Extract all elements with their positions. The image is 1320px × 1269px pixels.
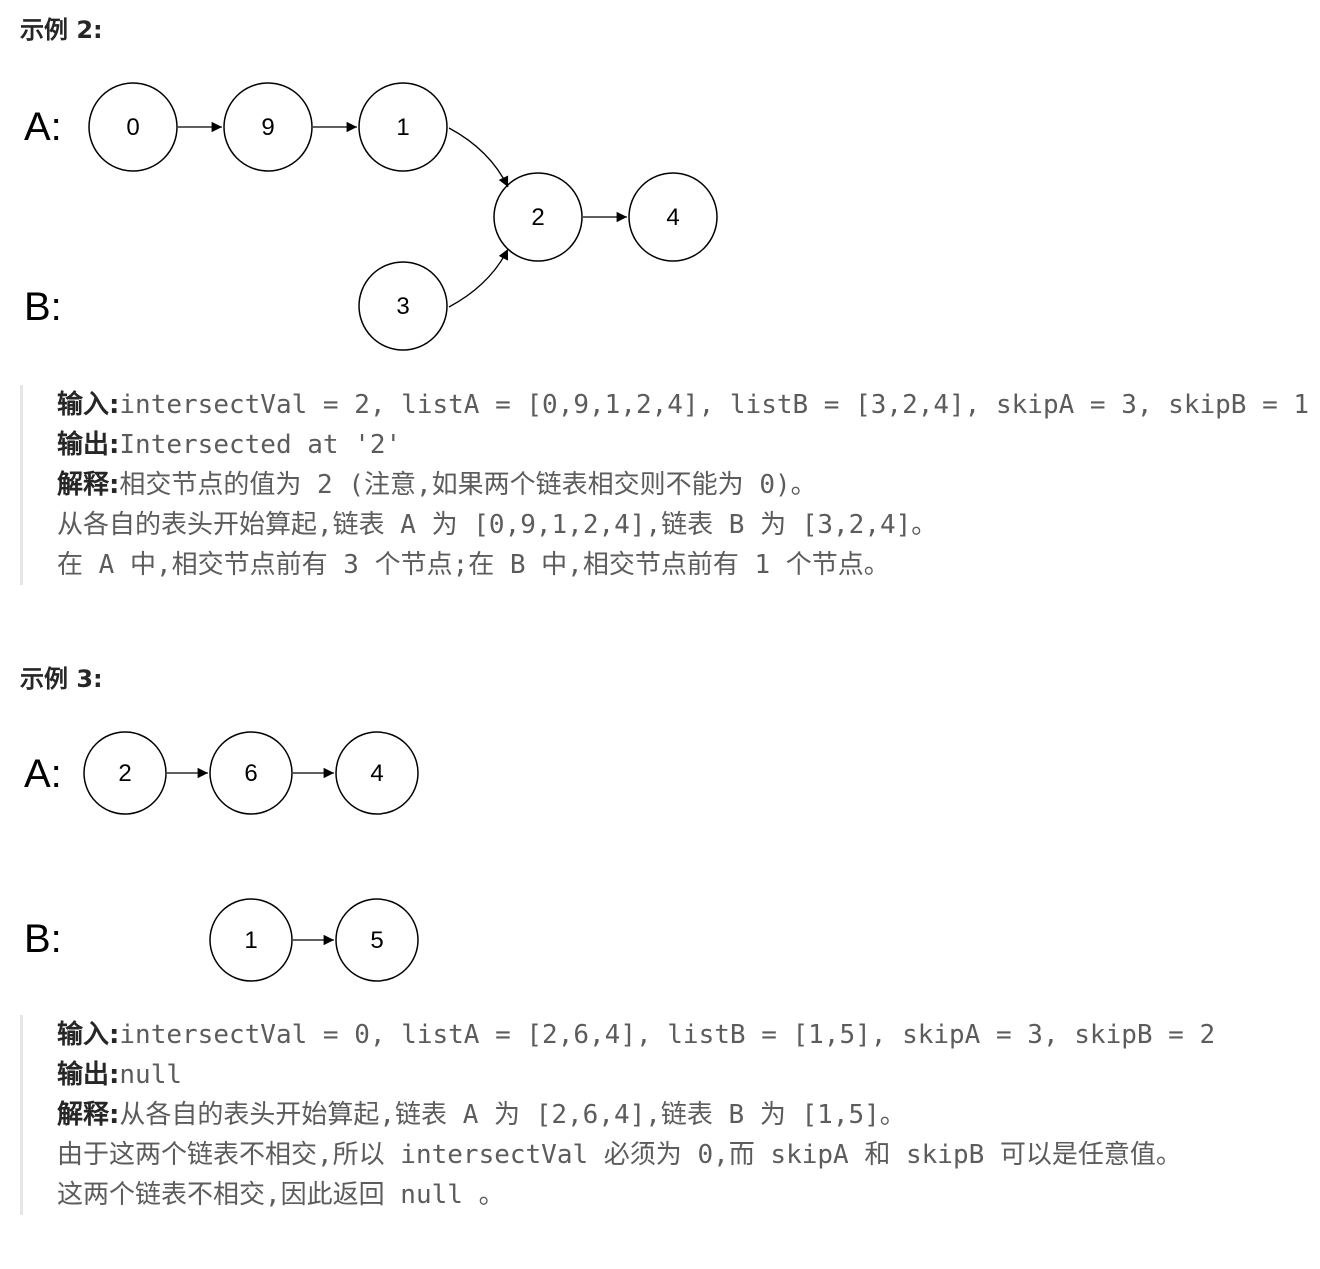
node-a1-value: 9 [261, 114, 274, 141]
node-a2-value: 4 [370, 760, 383, 787]
output-value: Intersected at '2' [119, 430, 402, 460]
output-label: 输出: [57, 430, 120, 460]
explain-line-2: 由于这两个链表不相交,所以 intersectVal 必须为 0,而 skipA… [57, 1140, 1182, 1170]
node-a0-value: 2 [118, 760, 131, 787]
node-b0-value: 3 [396, 293, 409, 320]
input-label: 输入: [57, 1020, 120, 1050]
input-value: intersectVal = 2, listA = [0,9,1,2,4], l… [119, 390, 1310, 420]
node-a2: 1 [358, 82, 448, 172]
explain-line: 解释:相交节点的值为 2 (注意,如果两个链表相交则不能为 0)。 [57, 465, 1310, 505]
explain-label: 解释: [57, 470, 120, 500]
node-a0-value: 0 [126, 114, 139, 141]
node-a1: 6 [209, 731, 293, 815]
list-b-label: B: [24, 285, 62, 329]
output-label: 输出: [57, 1060, 120, 1090]
node-c1-value: 4 [666, 204, 679, 231]
example-2-diagram: A: B: 0 9 1 2 4 3 [0, 60, 760, 370]
node-c0-value: 2 [531, 204, 544, 231]
arrow-a2-c0 [448, 127, 509, 188]
explain-label: 解释: [57, 1100, 120, 1130]
node-a1: 9 [223, 82, 313, 172]
node-b0-value: 1 [244, 927, 257, 954]
list-b-label: B: [24, 917, 62, 961]
node-a2-value: 1 [396, 114, 409, 141]
arrow-b0-c0 [448, 248, 509, 308]
output-line: 输出:null [57, 1055, 1310, 1095]
node-b0: 3 [358, 261, 448, 351]
output-value: null [119, 1060, 183, 1090]
input-label: 输入: [57, 390, 120, 420]
node-b1-value: 5 [370, 927, 383, 954]
explain-line-3: 在 A 中,相交节点前有 3 个节点;在 B 中,相交节点前有 1 个节点。 [57, 550, 890, 580]
input-line: 输入:intersectVal = 2, listA = [0,9,1,2,4]… [57, 385, 1310, 425]
example-3-code-block: 输入:intersectVal = 0, listA = [2,6,4], li… [20, 1015, 1310, 1215]
example-2-heading: 示例 2: [20, 16, 103, 44]
explain-value: 相交节点的值为 2 (注意,如果两个链表相交则不能为 0)。 [119, 470, 817, 500]
input-line: 输入:intersectVal = 0, listA = [2,6,4], li… [57, 1015, 1310, 1055]
example-3-heading: 示例 3: [20, 665, 103, 693]
input-value: intersectVal = 0, listA = [2,6,4], listB… [119, 1020, 1216, 1050]
list-a-label: A: [24, 105, 62, 149]
node-a1-value: 6 [244, 760, 257, 787]
explain-line-3: 这两个链表不相交,因此返回 null 。 [57, 1180, 505, 1210]
node-c0: 2 [493, 172, 583, 262]
explain-line: 解释:从各自的表头开始算起,链表 A 为 [2,6,4],链表 B 为 [1,5… [57, 1095, 1310, 1135]
node-a2: 4 [335, 731, 419, 815]
node-b1: 5 [335, 898, 419, 982]
list-a-label: A: [24, 752, 62, 796]
node-a0: 0 [88, 82, 178, 172]
explain-line-2: 从各自的表头开始算起,链表 A 为 [0,9,1,2,4],链表 B 为 [3,… [57, 510, 938, 540]
node-a0: 2 [83, 731, 167, 815]
explain-value: 从各自的表头开始算起,链表 A 为 [2,6,4],链表 B 为 [1,5]。 [119, 1100, 906, 1130]
node-b0: 1 [209, 898, 293, 982]
example-2-code-block: 输入:intersectVal = 2, listA = [0,9,1,2,4]… [20, 385, 1310, 585]
output-line: 输出:Intersected at '2' [57, 425, 1310, 465]
node-c1: 4 [628, 172, 718, 262]
example-3-diagram: A: B: 2 6 4 1 5 [0, 720, 460, 995]
